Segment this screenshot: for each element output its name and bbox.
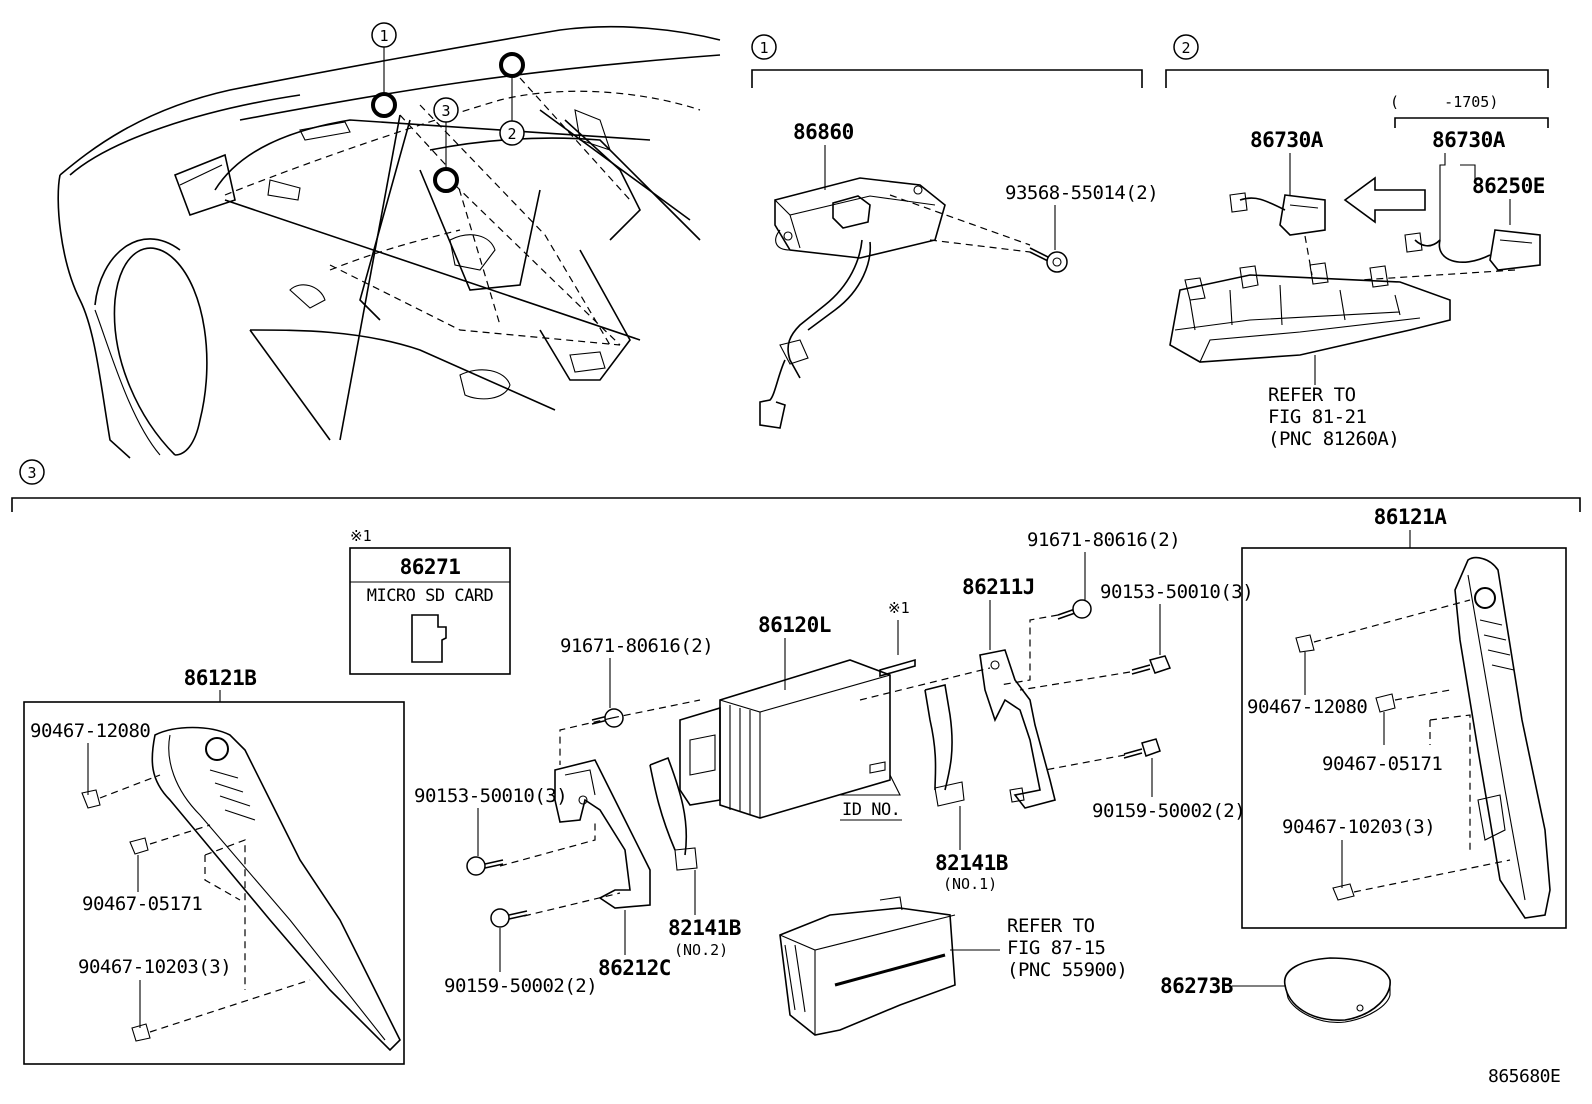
- harness-82141b-no2: [649, 756, 698, 871]
- harness-no1-sub: (NO.1): [943, 875, 997, 893]
- refer-81-line3: (PNC 81260A): [1268, 428, 1399, 450]
- marker-location-2: [499, 52, 525, 78]
- part-86273b-label: 86273B: [1160, 974, 1233, 998]
- sd-card-label: MICRO SD CARD: [367, 586, 494, 606]
- bolt-90153-right: [1149, 655, 1172, 674]
- direction-arrow: [1343, 176, 1426, 224]
- sd-card-slot: [879, 658, 916, 678]
- left-clip-3-label: 90467-10203(3): [78, 956, 231, 978]
- part-93568-label: 93568-55014(2): [1005, 182, 1158, 204]
- overhead-console: [1169, 262, 1451, 363]
- refer-87-line3: (PNC 55900): [1007, 959, 1127, 981]
- section-3-bracket: [11, 497, 1581, 512]
- callout-1-label: 1: [379, 27, 388, 45]
- bolt-90153-left-label: 90153-50010(3): [414, 785, 567, 807]
- center-assembly: 86120L ※1 ID NO. 91671-80616(2): [414, 529, 1391, 1036]
- bolt-90153-left: [466, 856, 486, 876]
- callout-3: 3: [433, 97, 459, 168]
- screw-93568: [1029, 247, 1068, 273]
- section-3-number: 3: [27, 464, 36, 482]
- right-clip-1-label: 90467-12080: [1247, 696, 1367, 718]
- right-clip-3-label: 90467-10203(3): [1282, 816, 1435, 838]
- refer-81-line1: REFER TO: [1268, 384, 1356, 406]
- right-panel-86121a: 86121A 90467-12080 90467-05171 90467-102…: [1241, 505, 1567, 929]
- part-86120l-label: 86120L: [758, 613, 831, 637]
- car-interior-view: [57, 25, 721, 459]
- left-clip-2-label: 90467-05171: [82, 893, 202, 915]
- left-panel-86121b: 86121B 90467-12080 90467-05171 90467-102…: [23, 666, 405, 1065]
- marker-location-3: [433, 167, 459, 193]
- center-mark: ※1: [888, 599, 910, 617]
- callout-2-label: 2: [507, 125, 516, 143]
- right-clip-2: [1375, 693, 1396, 713]
- module-86250e: [1404, 229, 1541, 271]
- section-2: 2 ( -1705) 86730A 86730A 86250E: [1165, 34, 1549, 450]
- callout-2: 2: [499, 76, 525, 146]
- marker-location-1: [371, 92, 397, 118]
- harness-no2-label: 82141B: [668, 916, 741, 940]
- bolt-90159-right: [1141, 738, 1161, 757]
- id-no-label: ID NO.: [842, 800, 900, 820]
- left-clip-1-label: 90467-12080: [30, 720, 150, 742]
- bracket-86212c: [554, 759, 651, 909]
- diagram-id: 865680E: [1488, 1066, 1560, 1087]
- part-86121b-label: 86121B: [184, 666, 257, 690]
- refer-87-line1: REFER TO: [1007, 915, 1095, 937]
- harness-no2-sub: (NO.2): [674, 941, 728, 959]
- screw-91671-right-label: 91671-80616(2): [1027, 529, 1180, 551]
- screw-91671-right: [1072, 599, 1092, 619]
- right-clip-1: [1295, 634, 1315, 653]
- callout-3-label: 3: [441, 102, 450, 120]
- bolt-90153-right-label: 90153-50010(3): [1100, 581, 1253, 603]
- part-86121a-label: 86121A: [1374, 505, 1448, 529]
- pad-86273b: [1283, 957, 1391, 1023]
- module-86730a-left: [1229, 192, 1326, 236]
- section-1-bracket: [751, 69, 1143, 88]
- harness-82141b-no1: [924, 684, 965, 807]
- id-no-leader: [840, 774, 901, 796]
- part-86730a-left-label: 86730A: [1250, 128, 1324, 152]
- part-86860-label: 86860: [793, 120, 854, 144]
- section-2-bracket: [1165, 69, 1549, 88]
- part-86730a-right-label: 86730A: [1432, 128, 1506, 152]
- audio-unit-86120l: [679, 659, 891, 819]
- sd-card-box: ※1 86271 MICRO SD CARD: [349, 527, 511, 675]
- lower-unit-55900: [779, 896, 956, 1036]
- sd-card-icon: [411, 614, 447, 663]
- bolt-90159-right-label: 90159-50002(2): [1092, 800, 1245, 822]
- section-1-number: 1: [759, 39, 768, 57]
- bracket-86211j: [979, 649, 1056, 809]
- bolt-90159-left-label: 90159-50002(2): [444, 975, 597, 997]
- section-1: 1 86860 93568-55014(2): [751, 34, 1159, 429]
- right-clip-2-label: 90467-05171: [1322, 753, 1442, 775]
- part-86212c-label: 86212C: [598, 956, 671, 980]
- part-86271-label: 86271: [400, 555, 461, 579]
- refer-81-line2: FIG 81-21: [1268, 406, 1367, 428]
- sd-card-mark: ※1: [350, 527, 372, 545]
- callout-1: 1: [371, 22, 397, 93]
- part-86211j-label: 86211J: [962, 575, 1035, 599]
- section-2-number: 2: [1181, 39, 1190, 57]
- bracket-86860: [759, 177, 946, 429]
- range-note: ( -1705): [1390, 93, 1498, 111]
- harness-no1-label: 82141B: [935, 851, 1008, 875]
- refer-87-line2: FIG 87-15: [1007, 937, 1105, 959]
- part-86250e-label: 86250E: [1472, 174, 1545, 198]
- bolt-90159-left: [490, 908, 510, 928]
- left-clip-2: [129, 837, 149, 855]
- section-3: 3 ※1 86271 MICRO SD CARD 86121B 90467-12…: [11, 459, 1581, 1065]
- screw-91671-left-label: 91671-80616(2): [560, 635, 713, 657]
